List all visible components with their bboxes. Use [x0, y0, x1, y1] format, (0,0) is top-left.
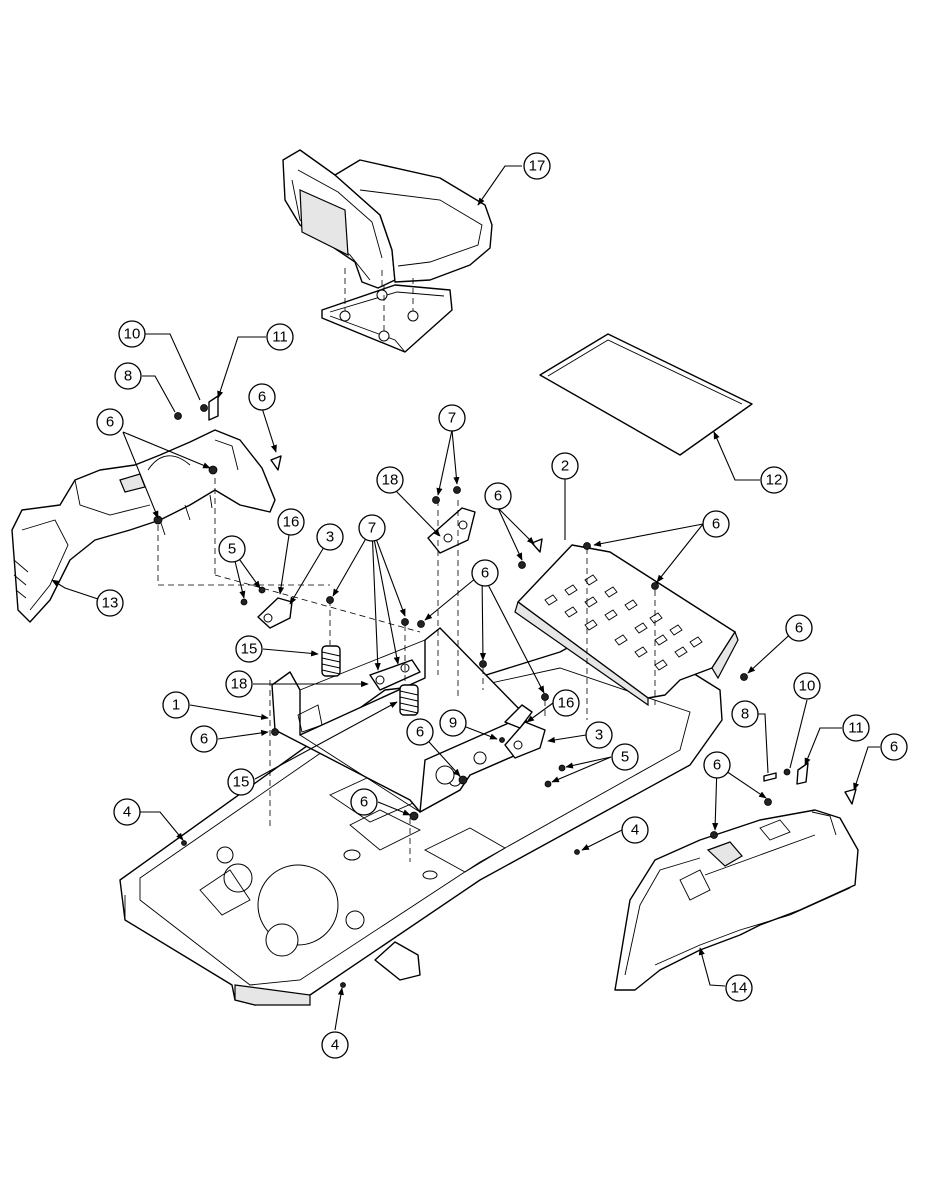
callout-6-label: 6 — [416, 724, 424, 741]
callout-17-label: 17 — [529, 158, 546, 175]
callout-11-label: 11 — [848, 720, 864, 737]
callout-4-label: 4 — [631, 822, 639, 839]
callout-12: 12 — [760, 466, 788, 494]
callout-15: 15 — [235, 635, 263, 663]
callout-13-label: 13 — [102, 595, 119, 612]
callout-6-label: 6 — [795, 620, 803, 637]
callout-18: 18 — [376, 466, 404, 494]
callout-13: 13 — [96, 589, 124, 617]
callout-11: 11 — [266, 323, 294, 351]
floor-mat — [539, 333, 753, 456]
callout-16-label: 16 — [283, 514, 300, 531]
floor-plate — [514, 544, 739, 707]
callout-10-label: 10 — [124, 326, 141, 343]
callout-6: 6 — [406, 718, 434, 746]
callout-6: 6 — [96, 408, 124, 436]
callout-6: 6 — [785, 614, 813, 642]
callout-15-label: 15 — [233, 774, 250, 791]
callout-1-label: 1 — [172, 697, 180, 714]
callout-8: 8 — [114, 362, 142, 390]
spring-front — [399, 684, 419, 716]
callout-5: 5 — [218, 535, 246, 563]
callout-3: 3 — [585, 721, 613, 749]
callout-10-label: 10 — [799, 678, 816, 695]
callout-6: 6 — [702, 510, 730, 538]
callout-5-label: 5 — [228, 541, 236, 558]
callout-10: 10 — [118, 320, 146, 348]
callout-1: 1 — [162, 691, 190, 719]
callout-14: 14 — [725, 974, 753, 1002]
callout-6-label: 6 — [712, 516, 720, 533]
callouts: 17 10 11 8 6 6 7 12 18 2 6 6 16 3 7 5 6 … — [96, 152, 908, 1059]
callout-18-label: 18 — [231, 676, 248, 693]
callout-16: 16 — [277, 508, 305, 536]
callout-6-label: 6 — [360, 794, 368, 811]
callout-2: 2 — [551, 452, 579, 480]
left-fender — [11, 429, 276, 623]
callout-8-label: 8 — [124, 368, 132, 385]
callout-17: 17 — [523, 152, 551, 180]
callout-12-label: 12 — [766, 472, 783, 489]
callout-6: 6 — [471, 559, 499, 587]
callout-6-label: 6 — [106, 414, 114, 431]
callout-6-label: 6 — [481, 565, 489, 582]
callout-7-label: 7 — [368, 520, 376, 537]
callout-4-label: 4 — [331, 1037, 339, 1054]
hardware — [153, 395, 857, 988]
callout-6: 6 — [484, 482, 512, 510]
callout-6: 6 — [703, 751, 731, 779]
callout-18: 18 — [225, 670, 253, 698]
callout-16-label: 16 — [558, 695, 575, 712]
callout-7: 7 — [438, 404, 466, 432]
callout-3-label: 3 — [326, 529, 334, 546]
callout-9-label: 9 — [449, 715, 457, 732]
callout-6-label: 6 — [200, 731, 208, 748]
callout-11: 11 — [842, 714, 870, 742]
callout-5-label: 5 — [621, 749, 629, 766]
callout-10: 10 — [793, 672, 821, 700]
callout-16: 16 — [552, 689, 580, 717]
callout-4: 4 — [113, 798, 141, 826]
callout-6-label: 6 — [494, 488, 502, 505]
callout-6-label: 6 — [890, 739, 898, 756]
bracket-upper-left — [257, 597, 293, 629]
callout-6: 6 — [248, 383, 276, 411]
callout-4: 4 — [621, 816, 649, 844]
callout-7-label: 7 — [448, 410, 456, 427]
callout-18-label: 18 — [382, 472, 399, 489]
callout-15-label: 15 — [241, 641, 258, 658]
spring-rear — [321, 645, 341, 677]
callout-6-label: 6 — [258, 389, 266, 406]
callout-2-label: 2 — [561, 458, 569, 475]
callout-11-label: 11 — [272, 329, 288, 346]
callout-4-label: 4 — [123, 804, 131, 821]
callout-4: 4 — [321, 1031, 349, 1059]
main-frame — [119, 627, 723, 1006]
callout-8-label: 8 — [741, 706, 749, 723]
callout-3-label: 3 — [595, 727, 603, 744]
callout-9: 9 — [439, 709, 467, 737]
callout-3: 3 — [316, 523, 344, 551]
callout-8: 8 — [731, 700, 759, 728]
callout-5: 5 — [611, 743, 639, 771]
callout-6: 6 — [880, 733, 908, 761]
callout-7: 7 — [358, 514, 386, 542]
right-fender — [614, 809, 859, 991]
callout-6: 6 — [350, 788, 378, 816]
callout-14-label: 14 — [731, 980, 748, 997]
callout-6: 6 — [190, 725, 218, 753]
seat-assembly — [282, 149, 493, 353]
callout-15: 15 — [227, 768, 255, 796]
callout-6-label: 6 — [713, 757, 721, 774]
